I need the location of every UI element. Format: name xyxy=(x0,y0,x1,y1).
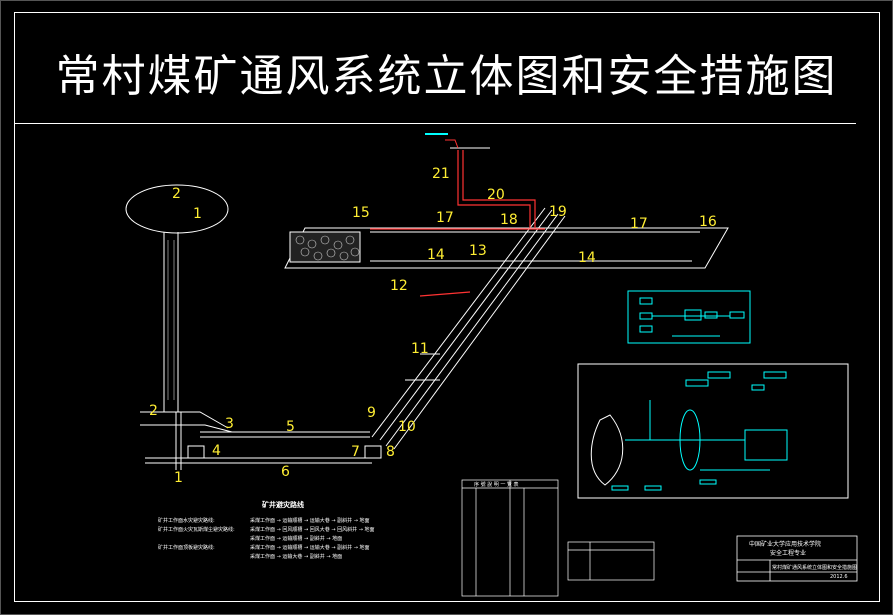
escape-routes-list: 矿井工作面水灾避灾路线: 采煤工作面 → 运输顺槽 → 运输大巷 → 副斜井 → … xyxy=(158,517,374,560)
escape-route-path: 采煤工作面 → 运输大巷 → 副斜井 → 地面 xyxy=(250,553,342,560)
escape-route-path: 采煤工作面 → 运输顺槽 → 运输大巷 → 副斜井 → 地面 xyxy=(250,544,369,551)
callout-9: 9 xyxy=(367,405,376,421)
callout-1-b: 1 xyxy=(174,470,183,486)
callout-21: 21 xyxy=(432,166,450,182)
title-block-drawing-name: 常村煤矿通风系统立体图和安全措施图 xyxy=(772,564,857,571)
inclined-roadway xyxy=(371,207,566,450)
title-divider xyxy=(14,123,856,124)
callout-19: 19 xyxy=(549,204,567,220)
drawing-title: 常村煤矿通风系统立体图和安全措施图 xyxy=(55,51,838,102)
parts-list-header: 序 號 說 明 一 覽 表 xyxy=(474,481,519,488)
monitoring-schematic-small xyxy=(627,290,751,344)
escape-route-label: 矿井工作面顶板避灾路线: xyxy=(158,544,215,551)
callout-3: 3 xyxy=(225,416,234,432)
callout-14-b: 14 xyxy=(578,250,596,266)
return-air-path xyxy=(370,150,545,297)
title-block-school: 中国矿业大学应用技术学院 xyxy=(749,540,821,548)
callout-16: 16 xyxy=(699,214,717,230)
parts-list-table xyxy=(461,479,559,597)
title-block xyxy=(736,535,858,582)
title-block-date: 2012.6 xyxy=(830,574,848,580)
title-block-major: 安全工程专业 xyxy=(770,549,806,557)
escape-route-label: 矿井工作面火灾瓦斯煤尘避灾路线: xyxy=(158,526,235,533)
callout-15: 15 xyxy=(352,205,370,221)
drawing-frame xyxy=(14,12,880,602)
callout-10: 10 xyxy=(398,419,416,435)
escape-route-path: 采煤工作面 → 运输顺槽 → 副斜井 → 地面 xyxy=(250,535,342,542)
callout-7: 7 xyxy=(351,444,360,460)
legend-table xyxy=(567,541,655,581)
callout-17: 17 xyxy=(436,210,454,226)
callout-18: 18 xyxy=(500,212,518,228)
callout-5: 5 xyxy=(286,419,295,435)
main-shaft xyxy=(125,184,229,412)
escape-route-label: 矿井工作面水灾避灾路线: xyxy=(158,517,215,524)
callout-11: 11 xyxy=(411,341,429,357)
callout-14: 14 xyxy=(427,247,445,263)
monitoring-schematic-large xyxy=(577,363,849,499)
callout-17-b: 17 xyxy=(630,216,648,232)
escape-routes-title: 矿井避灾路线 xyxy=(262,500,304,509)
callout-4: 4 xyxy=(212,443,221,459)
working-face-level xyxy=(284,227,729,269)
callout-2: 2 xyxy=(172,186,181,202)
callout-13: 13 xyxy=(469,243,487,259)
callout-8: 8 xyxy=(386,444,395,460)
callout-6: 6 xyxy=(281,464,290,480)
callout-12: 12 xyxy=(390,278,408,294)
callout-2-b: 2 xyxy=(149,403,158,419)
main-fan xyxy=(425,133,490,149)
lower-airways xyxy=(140,411,382,470)
escape-route-path: 采煤工作面 → 回风顺槽 → 回风大巷 → 回风斜井 → 地面 xyxy=(250,526,374,533)
callout-1: 1 xyxy=(193,206,202,222)
escape-route-path: 采煤工作面 → 运输顺槽 → 运输大巷 → 副斜井 → 地面 xyxy=(250,517,369,524)
callout-20: 20 xyxy=(487,187,505,203)
